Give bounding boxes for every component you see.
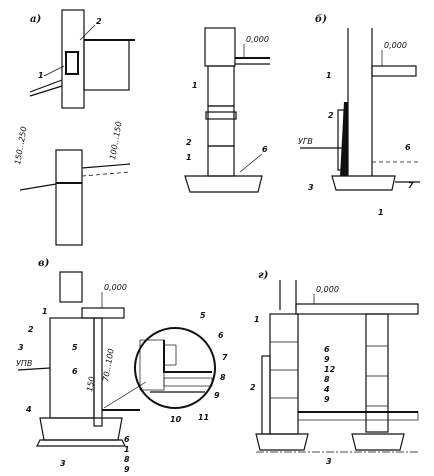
callout-g3: 3	[326, 457, 332, 466]
callout-v-1: 1	[124, 445, 130, 454]
floor-slab-g	[295, 303, 419, 315]
callout-v2: 2	[28, 325, 34, 334]
upv-label: УПВ	[16, 359, 32, 368]
callout-c6: 6	[262, 145, 268, 154]
elev-v: 0,000	[104, 283, 127, 292]
callout-v3b: 3	[60, 459, 66, 468]
footing-center	[184, 175, 263, 193]
leader-2	[79, 24, 96, 41]
outer-waterproofing-g	[261, 355, 271, 435]
callout-c2: 2	[186, 138, 192, 147]
callout-v4: 4	[25, 405, 32, 414]
panel-g: г) 0,000 1 2 3 6 9 12 8 4 9	[250, 270, 420, 466]
footing-g-right	[351, 433, 405, 451]
callout-g9: 9	[324, 355, 330, 364]
callout-v6: 6	[72, 367, 78, 376]
leader-1	[43, 65, 65, 77]
detail-seal	[163, 344, 177, 366]
panel-a: а) 1 2 150…250 100…150	[13, 9, 135, 246]
blind-area-line	[29, 79, 63, 93]
blind-area-line-2	[29, 85, 63, 97]
air-gap	[65, 51, 79, 75]
callout-d9: 9	[214, 391, 220, 400]
leader-c6	[239, 153, 263, 173]
callout-v-8: 8	[124, 455, 130, 464]
callout-d6: 6	[218, 331, 224, 340]
callout-v-9: 9	[124, 465, 130, 474]
block-3	[207, 145, 235, 177]
block-1	[207, 65, 235, 107]
inner-wall-g	[365, 313, 389, 433]
callout-g2: 2	[250, 383, 256, 392]
dim-a-left: 150…250	[13, 126, 29, 166]
callout-v-6: 6	[124, 435, 130, 444]
callout-v3: 3	[18, 343, 24, 352]
callout-b6: 6	[405, 143, 411, 152]
panel-g-label: г)	[258, 270, 269, 281]
floor-slab-b	[371, 65, 417, 77]
protective-wall	[337, 109, 345, 171]
upper-wall-v	[59, 271, 83, 303]
callout-1: 1	[38, 71, 44, 80]
floor-slab-v	[81, 307, 125, 319]
panel-v-label: в)	[38, 258, 50, 269]
floor-line-lower	[81, 163, 131, 169]
callout-g9b: 9	[324, 395, 330, 404]
callout-2: 2	[96, 17, 102, 26]
callout-b3: 3	[308, 183, 314, 192]
detail-screed	[163, 377, 213, 387]
floor-dash	[81, 171, 131, 177]
detail-circle	[134, 327, 216, 409]
callout-g6: 6	[324, 345, 330, 354]
panel-b-label: б)	[315, 14, 327, 25]
groundwater-v	[17, 367, 51, 371]
callout-d5: 5	[200, 311, 206, 320]
callout-v5: 5	[72, 343, 78, 352]
panel-center: 0,000 1 2 1 6	[184, 27, 270, 193]
callout-g8: 8	[324, 375, 330, 384]
callout-b7: 7	[408, 181, 414, 190]
bedding-v	[36, 439, 126, 447]
ugv-label: УГВ	[298, 137, 313, 146]
callout-d11: 11	[198, 413, 209, 422]
callout-b1: 1	[326, 71, 332, 80]
callout-b2: 2	[328, 111, 334, 120]
floor-g-layer	[297, 411, 419, 421]
callout-c3: 1	[186, 153, 192, 162]
callout-d8: 8	[220, 373, 226, 382]
dim-a-right: 100…150	[108, 121, 124, 161]
floor-slab	[83, 39, 130, 91]
callout-b1b: 1	[378, 208, 384, 217]
callout-d10: 10	[170, 415, 182, 424]
detail-wall	[139, 339, 165, 391]
footing-b	[331, 175, 396, 191]
elev-b: 0,000	[384, 41, 407, 50]
wall-section-lower	[55, 149, 83, 246]
waterproofing-band	[205, 111, 237, 120]
panel-b: б) 0,000 УГВ 1 2 3 1 7 6	[298, 14, 420, 217]
ground-line	[19, 183, 57, 191]
footing-g-left	[255, 433, 309, 451]
callout-v1: 1	[42, 307, 48, 316]
panel-v: в) 0,000 УПВ 150 70…100 1 2 3 4 5 6 3 6 …	[16, 258, 228, 474]
dim-v-1: 150	[85, 376, 97, 393]
footing-v	[39, 417, 123, 441]
callout-g12: 12	[324, 365, 336, 374]
elev-g: 0,000	[316, 285, 339, 294]
callout-g4: 4	[323, 385, 330, 394]
callout-c1: 1	[192, 81, 198, 90]
panel-a-label: а)	[30, 14, 41, 25]
elev-center: 0,000	[246, 35, 269, 44]
callout-g1: 1	[254, 315, 260, 324]
outer-wall-g	[269, 313, 299, 435]
callout-d7: 7	[222, 353, 228, 362]
dim-v-2: 70…100	[101, 348, 116, 383]
clay-lock	[93, 317, 103, 427]
upper-wall	[204, 27, 236, 67]
